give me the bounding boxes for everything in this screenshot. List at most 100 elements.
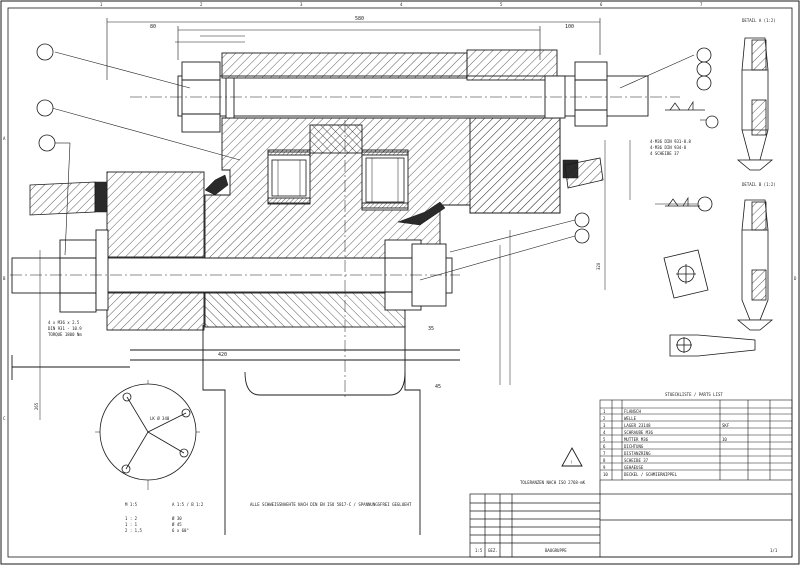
vertical-dimensions xyxy=(39,140,631,420)
note-col1: 1 : 1 xyxy=(125,522,138,527)
balloon xyxy=(36,99,54,117)
parts-cell: GEHAEUSE xyxy=(624,465,644,470)
leader-lines xyxy=(51,51,708,281)
dim-small-b: 45 xyxy=(435,384,441,390)
parts-cell: 10 xyxy=(603,472,608,477)
zone-letter: B xyxy=(3,276,6,281)
zone-number: 6 xyxy=(600,2,603,7)
balloon xyxy=(696,47,712,63)
base-plate xyxy=(11,325,460,535)
parts-cell: SCHRAUBE M36 xyxy=(624,430,653,435)
dim-bottom-span: 420 xyxy=(218,352,227,358)
dim-height-left: 265 xyxy=(34,402,39,410)
title-block-drawn: GEZ. xyxy=(488,548,498,553)
balloon xyxy=(574,212,590,228)
detail-b xyxy=(736,199,774,331)
parts-cell: 5 xyxy=(603,437,606,442)
balloon xyxy=(36,43,54,61)
parts-cell: 2 xyxy=(603,416,606,421)
title-block xyxy=(469,480,793,558)
weld-note: 4-M36 DIN 931-8.8 4-M36 DIN 934-8 4 SCHE… xyxy=(650,139,692,156)
top-dimensions xyxy=(106,18,601,80)
parts-cell: DECKEL / SCHMIERNIPPEL xyxy=(624,472,678,477)
bolt-circle-label: LK Ø 340 xyxy=(150,416,170,421)
zone-number: 2 xyxy=(200,2,203,7)
balloon xyxy=(38,134,56,152)
parts-cell: 7 xyxy=(603,451,606,456)
dim-height-right: 320 xyxy=(596,262,601,270)
parts-cell: 3 xyxy=(603,423,606,428)
main-housing-section xyxy=(106,49,561,331)
bolt-circle-view xyxy=(99,383,197,481)
balloon xyxy=(696,75,712,91)
title-block-name: BAUGRUPPE xyxy=(545,548,567,553)
note-col2: 6 x 60° xyxy=(172,528,189,533)
title-block-sheet: 1/1 xyxy=(770,548,778,553)
hatch-note: TOLERANZEN NACH ISO 2768-mK xyxy=(520,480,586,485)
weld-symbols xyxy=(665,100,705,207)
dim-left-span: 80 xyxy=(150,24,156,30)
detail-label: DETAIL B (1:2) xyxy=(742,182,776,187)
parts-cell: MUTTER M36 xyxy=(624,437,649,442)
parts-cell: 8 xyxy=(603,458,606,463)
parts-cell: WELLE xyxy=(624,416,637,421)
callout-balloons xyxy=(36,43,719,244)
note-line: 4-M36 DIN 931-8.8 xyxy=(650,139,692,144)
title-block-scale: 1:5 xyxy=(475,548,483,553)
parts-list-rows: 1 FLANSCH 2 WELLE 3 LAGER 23148 4 SCHRAU… xyxy=(603,409,730,477)
balloon xyxy=(697,196,713,212)
zone-number: 5 xyxy=(500,2,503,7)
zone-number: 3 xyxy=(300,2,303,7)
zone-letter: A xyxy=(3,136,6,141)
zone-letter: D xyxy=(794,276,797,281)
detail-a xyxy=(736,37,774,171)
warning-triangle xyxy=(561,447,583,467)
warning-mark: ! xyxy=(570,460,572,465)
parts-cell: DISTANZRING xyxy=(624,451,651,456)
zone-number: 7 xyxy=(700,2,703,7)
note-col1: 2 : 1,5 xyxy=(125,528,142,533)
dim-small-a: 35 xyxy=(428,326,434,332)
note-col2: A 1:5 / B 1:2 xyxy=(172,502,204,507)
parts-cell: 6 xyxy=(603,444,606,449)
frame-zone-markers: 1 2 3 4 5 6 7 A B C D xyxy=(3,2,797,421)
lock-plate-view xyxy=(669,334,756,357)
balloon xyxy=(696,61,712,77)
parts-cell: 10 xyxy=(722,437,727,442)
note-col2: Ø 45 xyxy=(172,522,182,527)
zone-letter: C xyxy=(3,416,6,421)
parts-list-table xyxy=(599,399,793,481)
zone-number: 4 xyxy=(400,2,403,7)
parts-cell: 1 xyxy=(603,409,606,414)
note-col1: M 1:5 xyxy=(125,502,138,507)
parts-cell: LAGER 23148 xyxy=(624,423,651,428)
balloon xyxy=(574,228,590,244)
note-line: 4 x M36 x 2.5 xyxy=(48,320,80,325)
parts-list-title: STUECKLISTE / PARTS LIST xyxy=(665,392,723,397)
note-line: TORQUE 1800 Nm xyxy=(48,332,82,337)
note-line: 4 SCHEIBE 37 xyxy=(650,151,679,156)
general-note: ALLE SCHWEISSNAEHTE NACH DIN EN ISO 5817… xyxy=(250,502,412,507)
detail-label: DETAIL A (1:2) xyxy=(742,18,776,23)
washer-view xyxy=(663,249,709,299)
parts-cell: DICHTUNG xyxy=(624,444,644,449)
left-foundation-slab xyxy=(29,157,604,216)
note-line: 4-M36 DIN 934-8 xyxy=(650,145,687,150)
balloon xyxy=(705,115,719,129)
parts-cell: SCHEIBE 37 xyxy=(624,458,649,463)
parts-cell: 4 xyxy=(603,430,606,435)
dim-overall-top: 580 xyxy=(355,16,364,22)
scale-notes: M 1:5 1 : 2 1 : 1 2 : 1,5 A 1:5 / B 1:2 … xyxy=(125,502,204,533)
note-line: DIN 931 - 10.9 xyxy=(48,326,82,331)
note-col1: 1 : 2 xyxy=(125,516,138,521)
parts-cell: SKF xyxy=(722,423,730,428)
parts-cell: FLANSCH xyxy=(624,409,641,414)
parts-cell: 9 xyxy=(603,465,606,470)
bearing-cavity xyxy=(267,124,409,211)
left-note: 4 x M36 x 2.5 DIN 931 - 10.9 TORQUE 1800… xyxy=(48,320,82,337)
dim-right-span: 100 xyxy=(565,24,574,30)
zone-number: 1 xyxy=(100,2,103,7)
